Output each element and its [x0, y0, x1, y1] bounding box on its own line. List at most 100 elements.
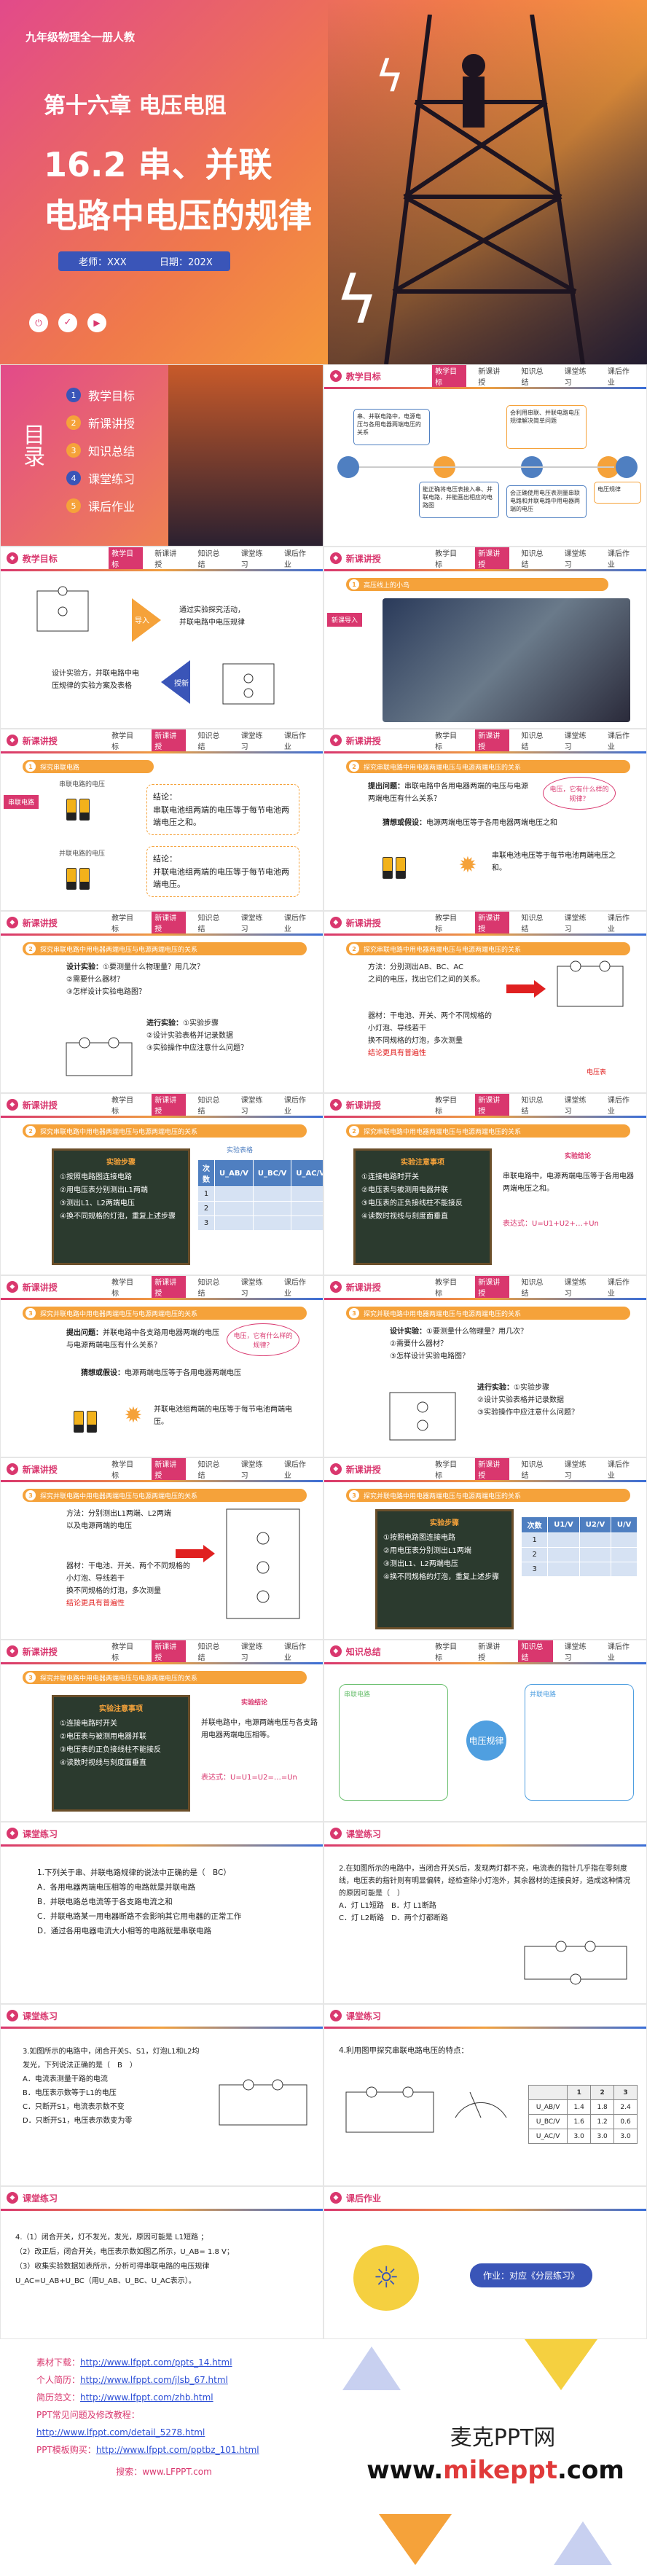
- tab-summary[interactable]: 知识总结: [521, 550, 544, 569]
- tab-practice[interactable]: 课堂练习: [564, 732, 587, 751]
- tab-lesson[interactable]: 新课讲授: [475, 1276, 510, 1299]
- check-icon[interactable]: ✓: [58, 313, 77, 332]
- tab-summary[interactable]: 知识总结: [521, 732, 544, 751]
- tab-homework[interactable]: 课后作业: [607, 1461, 630, 1480]
- tab-goal[interactable]: 教学目标: [435, 1461, 458, 1480]
- tab-homework[interactable]: 课后作业: [607, 1097, 630, 1116]
- tab-lesson[interactable]: 新课讲授: [152, 1640, 187, 1664]
- arrow-icon[interactable]: ▶: [87, 313, 106, 332]
- tab-lesson[interactable]: 新课讲授: [152, 912, 187, 935]
- tab-homework[interactable]: 课后作业: [607, 732, 630, 751]
- tab-summary[interactable]: 知识总结: [197, 1279, 220, 1298]
- play-button[interactable]: ⏻: [29, 313, 48, 332]
- circuit-diagram: [345, 2086, 434, 2133]
- tab-practice[interactable]: 课堂练习: [564, 915, 587, 933]
- footer-link[interactable]: 个人简历：http://www.lfppt.com/jlsb_67.html: [36, 2375, 228, 2385]
- tab-lesson[interactable]: 新课讲授: [475, 1458, 510, 1481]
- tab-summary[interactable]: 知识总结: [521, 1279, 544, 1298]
- tab-practice[interactable]: 课堂练习: [564, 1643, 587, 1662]
- tab-summary[interactable]: 知识总结: [197, 732, 220, 751]
- tab-summary[interactable]: 知识总结: [197, 915, 220, 933]
- tab-lesson[interactable]: 新课讲授: [475, 547, 510, 571]
- tab-homework[interactable]: 课后作业: [283, 732, 306, 751]
- tab-practice[interactable]: 课堂练习: [564, 550, 587, 569]
- tab-summary[interactable]: 知识总结: [197, 1643, 220, 1662]
- goal-box: 能正确将电压表接入串、并联电路，并能画出相应的电路图: [419, 482, 499, 518]
- tab-goal[interactable]: 教学目标: [435, 1643, 458, 1662]
- tab-homework[interactable]: 课后作业: [283, 1643, 306, 1662]
- footer-link[interactable]: 简历范文：http://www.lfppt.com/zhb.html: [36, 2392, 213, 2403]
- footer-links: 素材下载：http://www.lfppt.com/ppts_14.html 个…: [0, 2339, 328, 2576]
- tab-goal[interactable]: 教学目标: [111, 1279, 134, 1298]
- tab-goal[interactable]: 教学目标: [111, 915, 134, 933]
- tab-practice[interactable]: 课堂练习: [564, 1279, 587, 1298]
- tab-homework[interactable]: 课后作业: [607, 915, 630, 933]
- tab-goal[interactable]: 教学目标: [432, 365, 467, 388]
- tab-practice[interactable]: 课堂练习: [240, 915, 263, 933]
- tab-summary[interactable]: 知识总结: [521, 1461, 544, 1480]
- tab-homework[interactable]: 课后作业: [283, 1279, 306, 1298]
- battery: [66, 799, 77, 821]
- tab-practice[interactable]: 课堂练习: [564, 1097, 587, 1116]
- tab-practice[interactable]: 课堂练习: [564, 368, 587, 387]
- footer-link[interactable]: PPT常见问题及修改教程：http://www.lfppt.com/detail…: [36, 2410, 205, 2438]
- footer-link[interactable]: 素材下载：http://www.lfppt.com/ppts_14.html: [36, 2357, 232, 2368]
- footer-link[interactable]: PPT模板购买：http://www.lfppt.com/pptbz_101.h…: [36, 2445, 259, 2455]
- tab-practice[interactable]: 课堂练习: [240, 732, 263, 751]
- red-arrow: [176, 1549, 205, 1558]
- tab-goal[interactable]: 教学目标: [111, 1643, 134, 1662]
- tab-goal[interactable]: 教学目标: [435, 1279, 458, 1298]
- tab-lesson[interactable]: 新课讲授: [152, 1276, 187, 1299]
- tab-practice[interactable]: 课堂练习: [240, 1461, 263, 1480]
- tab-homework[interactable]: 课后作业: [283, 1461, 306, 1480]
- tab-goal[interactable]: 教学目标: [111, 1461, 134, 1480]
- tab-lesson[interactable]: 新课讲授: [154, 550, 177, 569]
- section-icon: ◆: [330, 1645, 342, 1657]
- tab-homework[interactable]: 课后作业: [607, 550, 630, 569]
- tab-lesson[interactable]: 新课讲授: [152, 1094, 187, 1117]
- tab-practice[interactable]: 课堂练习: [240, 1643, 263, 1662]
- footer-search[interactable]: 搜索：www.LFPPT.com: [116, 2467, 212, 2477]
- tab-goal[interactable]: 教学目标: [435, 915, 458, 933]
- tab-lesson[interactable]: 新课讲授: [152, 729, 187, 753]
- tab-summary[interactable]: 知识总结: [197, 1097, 220, 1116]
- tab-practice[interactable]: 课堂练习: [564, 1461, 587, 1480]
- tab-goal[interactable]: 教学目标: [111, 1097, 134, 1116]
- tab-practice[interactable]: 课堂练习: [240, 1097, 263, 1116]
- tab-summary[interactable]: 知识总结: [521, 915, 544, 933]
- tab-homework[interactable]: 课后作业: [283, 550, 306, 569]
- tab-practice[interactable]: 课堂练习: [240, 1279, 263, 1298]
- tab-summary[interactable]: 知识总结: [518, 1640, 553, 1664]
- tab-goal[interactable]: 教学目标: [435, 732, 458, 751]
- tab-lesson[interactable]: 新课讲授: [475, 912, 510, 935]
- tab-practice[interactable]: 课堂练习: [240, 550, 263, 569]
- tab-summary[interactable]: 知识总结: [521, 1097, 544, 1116]
- tab-lesson[interactable]: 新课讲授: [478, 368, 501, 387]
- tab-lesson[interactable]: 新课讲授: [475, 729, 510, 753]
- tab-summary[interactable]: 知识总结: [521, 368, 544, 387]
- tab-homework[interactable]: 课后作业: [607, 368, 630, 387]
- tab-homework[interactable]: 课后作业: [607, 1643, 630, 1662]
- tab-lesson[interactable]: 新课讲授: [152, 1458, 187, 1481]
- tab-lesson[interactable]: 新课讲授: [478, 1643, 501, 1662]
- tab-homework[interactable]: 课后作业: [607, 1279, 630, 1298]
- tab-goal[interactable]: 教学目标: [435, 550, 458, 569]
- tab-goal[interactable]: 教学目标: [109, 547, 144, 571]
- tab-goal[interactable]: 教学目标: [111, 732, 134, 751]
- tab-homework[interactable]: 课后作业: [283, 1097, 306, 1116]
- tab-lesson[interactable]: 新课讲授: [475, 1094, 510, 1117]
- tab-homework[interactable]: 课后作业: [283, 915, 306, 933]
- tab-goal[interactable]: 教学目标: [435, 1097, 458, 1116]
- tab-summary[interactable]: 知识总结: [197, 550, 220, 569]
- tab-summary[interactable]: 知识总结: [197, 1461, 220, 1480]
